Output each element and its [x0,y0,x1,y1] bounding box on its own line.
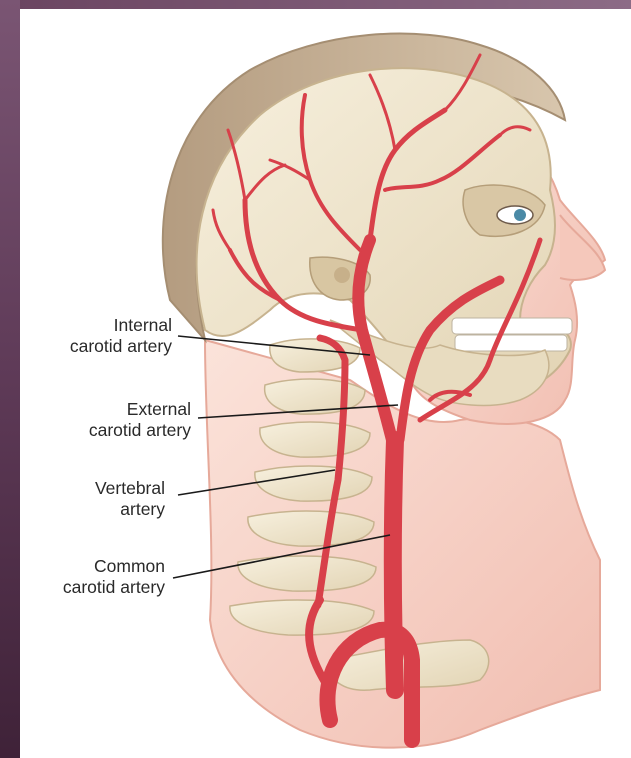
label-common-carotid-artery: Common carotid artery [63,556,165,598]
label-vertebral-artery: Vertebral artery [95,478,165,520]
label-internal-carotid-artery: Internal carotid artery [70,315,172,357]
label-external-carotid-artery: External carotid artery [89,399,191,441]
teeth [452,318,572,351]
head-neck-arteries-illustration [20,9,631,758]
slide-frame-top [0,0,631,9]
common-carotid-artery [393,440,395,690]
slide-frame-left [0,0,20,758]
